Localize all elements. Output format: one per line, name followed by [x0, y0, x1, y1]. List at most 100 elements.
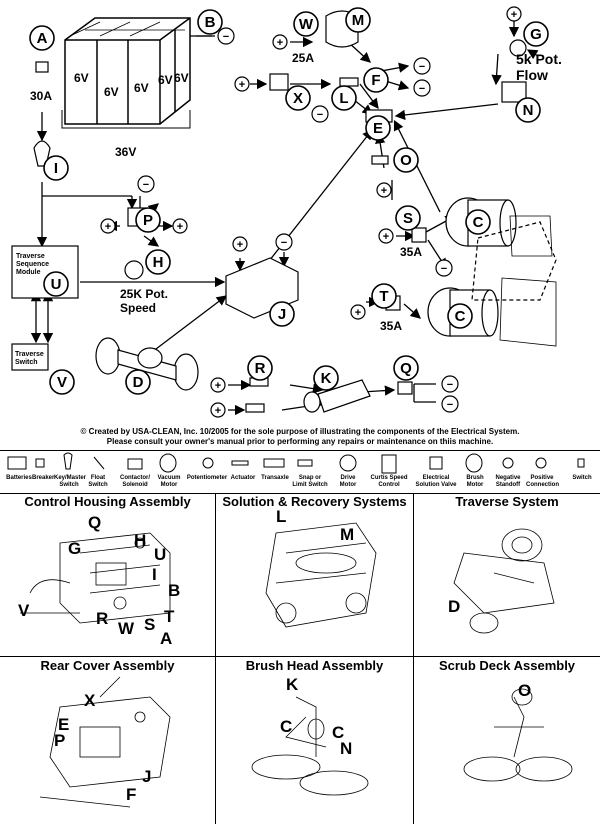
- j-to-e-line: [261, 128, 373, 271]
- minus-icon: −: [419, 83, 425, 95]
- traverse-module-label-2: Sequence: [16, 261, 49, 268]
- plus-icon: +: [355, 307, 361, 319]
- minus-icon: −: [447, 379, 453, 391]
- label-v: V: [57, 374, 67, 391]
- label-b: B: [205, 14, 216, 31]
- panel-title: Traverse System: [455, 494, 559, 509]
- amp-35-label: 35A: [400, 245, 422, 259]
- battery-label: 6V: [174, 71, 189, 85]
- label-m: M: [340, 525, 355, 544]
- d-to-j-line: [144, 295, 228, 358]
- switch-q-icon: [397, 381, 413, 395]
- brush-head-panel: Brush Head Assembly K C C N: [216, 657, 414, 824]
- transaxle-icon: [95, 337, 199, 391]
- label-c: C: [280, 717, 293, 736]
- label-c: C: [332, 723, 345, 742]
- plus-icon: +: [215, 405, 221, 417]
- label-h: H: [134, 531, 147, 550]
- traverse-switch-label: Traverse: [15, 351, 44, 358]
- pot-25k-label-2: Speed: [120, 301, 156, 315]
- legend-item: Actuator: [230, 475, 256, 481]
- copyright-line-1: © Created by USA-CLEAN, Inc. 10/2005 for…: [80, 427, 520, 436]
- label-t: T: [164, 607, 175, 626]
- positive-connection-icon: [535, 457, 547, 469]
- label-o: O: [400, 152, 412, 169]
- label-r: R: [96, 609, 109, 628]
- label-u: U: [154, 545, 167, 564]
- label-x: X: [293, 90, 303, 107]
- drive-motor-icon: [339, 454, 357, 472]
- traverse-module-label: Traverse: [16, 253, 45, 260]
- label-r: R: [255, 360, 266, 377]
- legend-item: Breaker: [32, 475, 55, 481]
- switch-icon: [577, 458, 585, 468]
- plus-icon: +: [105, 221, 111, 233]
- label-p: P: [54, 731, 66, 750]
- scrub-deck-panel: Scrub Deck Assembly O: [414, 657, 600, 824]
- solenoid-s-icon: [411, 227, 427, 243]
- panel-title: Scrub Deck Assembly: [438, 658, 576, 673]
- label-w: W: [299, 16, 314, 33]
- solution-recovery-panel: Solution & Recovery Systems L M: [216, 493, 414, 657]
- legend-item: Vacuum Motor: [157, 475, 181, 488]
- copyright-notice: © Created by USA-CLEAN, Inc. 10/2005 for…: [0, 427, 600, 447]
- legend-item: Curtis Speed Control: [370, 475, 408, 488]
- label-n: N: [340, 739, 353, 758]
- potentiometer-icon: [202, 457, 214, 469]
- snap-switch-icon: [339, 77, 359, 87]
- plus-icon: +: [239, 79, 245, 91]
- negative-standoff-icon: [502, 457, 514, 469]
- minus-icon: −: [441, 263, 447, 275]
- label-k: K: [321, 370, 332, 387]
- label-a: A: [37, 30, 48, 47]
- label-d: D: [448, 597, 461, 616]
- label-i: I: [152, 565, 157, 584]
- legend-item: Snap or Limit Switch: [292, 475, 328, 488]
- label-a: A: [160, 629, 173, 648]
- minus-icon: −: [447, 399, 453, 411]
- label-e: E: [373, 120, 383, 137]
- e-to-c-line: [393, 119, 441, 213]
- legend-item: Drive Motor: [339, 475, 357, 488]
- label-l: L: [339, 90, 348, 107]
- float-switch-icon: [93, 456, 105, 470]
- label-g: G: [530, 26, 542, 43]
- battery-total-label: 36V: [115, 145, 136, 159]
- traverse-switch-box: [11, 343, 49, 371]
- pot-5k-icon: [509, 39, 527, 57]
- legend-item: Brush Motor: [466, 475, 484, 488]
- label-c: C: [455, 308, 466, 325]
- battery-label: 6V: [134, 81, 149, 95]
- panel-title: Control Housing Assembly: [24, 494, 191, 509]
- plus-icon: +: [511, 9, 517, 21]
- legend-item: Electrical Solution Valve: [415, 475, 457, 488]
- battery-label: 6V: [74, 71, 89, 85]
- label-s: S: [144, 615, 156, 634]
- label-k: K: [286, 675, 299, 694]
- minus-icon: −: [143, 179, 149, 191]
- traverse-drawing: [453, 528, 555, 634]
- label-j: J: [142, 767, 152, 786]
- actuator-icon: [231, 460, 249, 466]
- breaker-icon: [35, 458, 45, 468]
- panel-title: Brush Head Assembly: [245, 658, 384, 673]
- battery-label: 6V: [158, 73, 173, 87]
- label-n: N: [523, 102, 534, 119]
- label-f: F: [126, 785, 137, 804]
- pot-5k-label: 5k Pot.: [516, 51, 562, 67]
- label-x: X: [84, 691, 96, 710]
- label-f: F: [371, 72, 380, 89]
- legend-item: Positive Connection: [526, 475, 559, 488]
- label-m: M: [352, 12, 365, 29]
- legend-item: Contactor/ Solenoid: [120, 475, 150, 488]
- label-c: C: [473, 214, 484, 231]
- minus-icon: −: [317, 109, 323, 121]
- minus-icon: −: [419, 61, 425, 73]
- solution-recovery-drawing: [265, 522, 377, 628]
- brush-head-drawing: [251, 696, 369, 796]
- label-s: S: [403, 210, 413, 227]
- label-w: W: [118, 619, 135, 638]
- label-l: L: [276, 507, 287, 526]
- snap-switch-icon: [297, 459, 313, 467]
- legend-item: Transaxle: [261, 475, 289, 481]
